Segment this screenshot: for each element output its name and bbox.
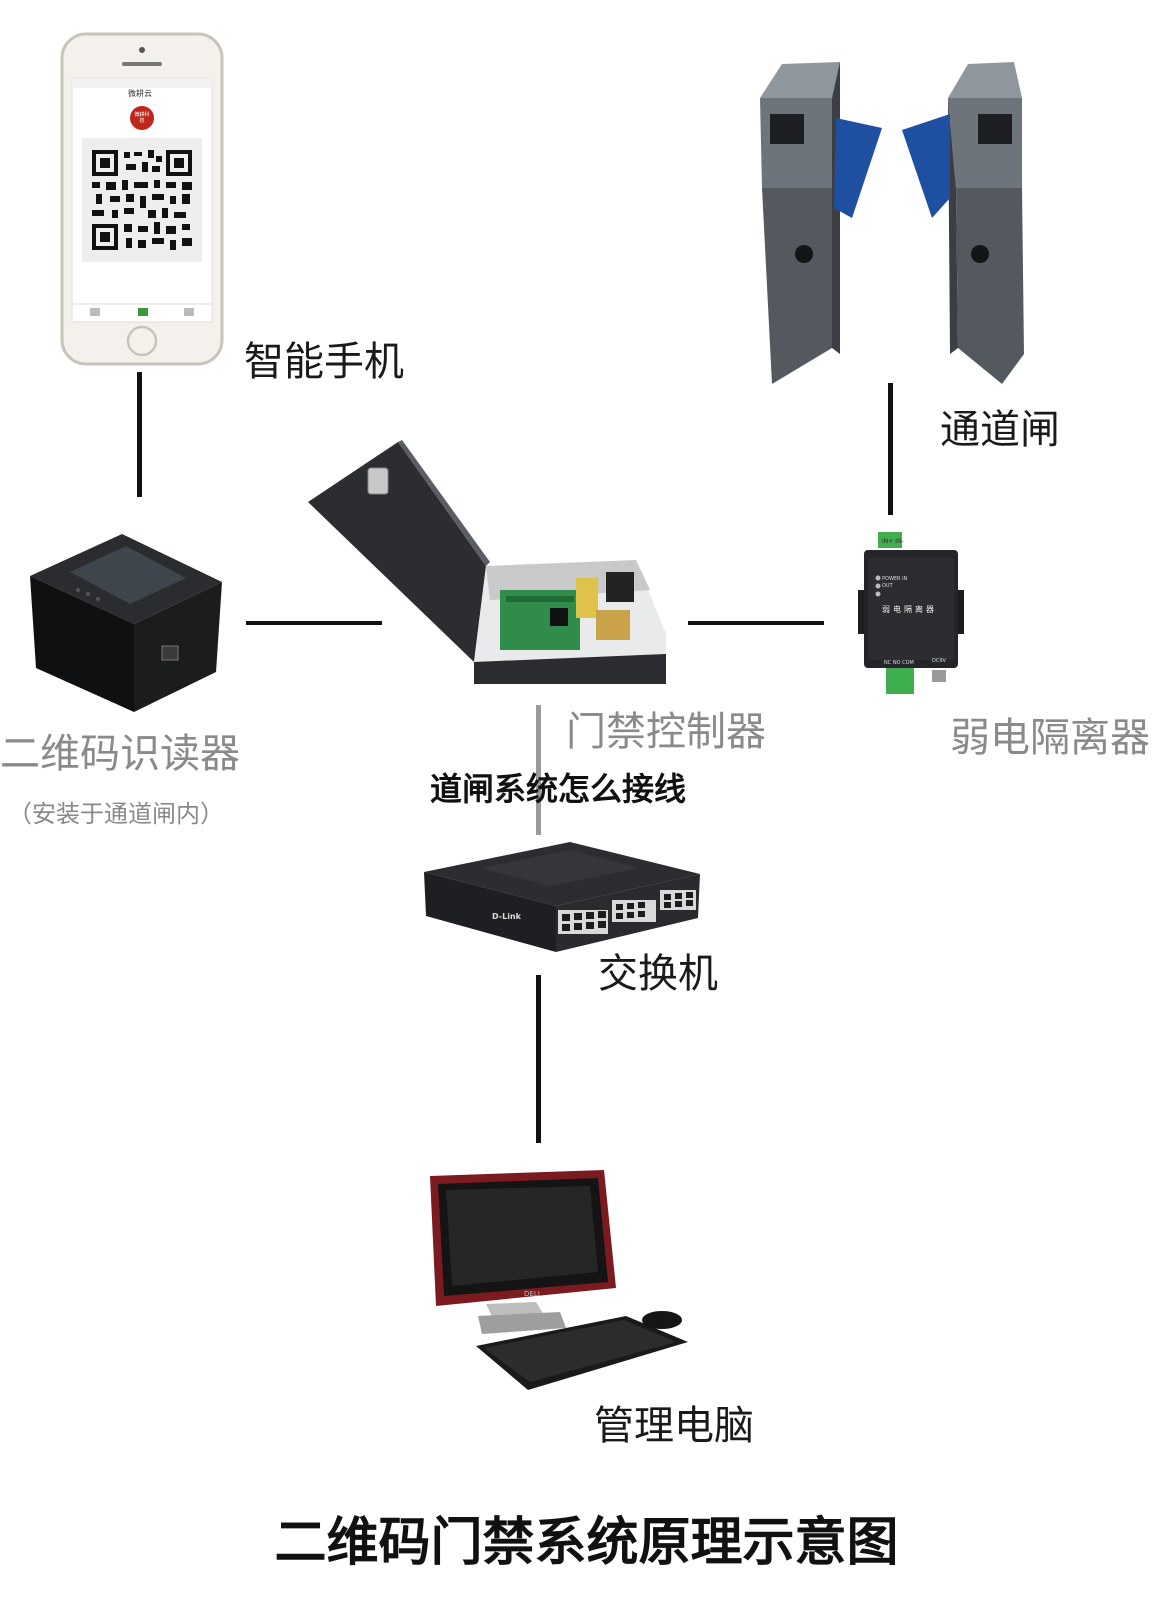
isolator-illustration: [858, 532, 964, 694]
controller-label: 门禁控制器: [566, 709, 766, 755]
line-controller-isolator: [688, 621, 824, 625]
isolator-label: 弱电隔离器: [950, 715, 1150, 761]
turnstile-illustration: [760, 62, 1024, 384]
line-turnstile-isolator: [888, 383, 893, 515]
computer-label: 管理电脑: [594, 1403, 754, 1449]
phone-screen-title: 微耕云: [128, 89, 152, 98]
qr-reader-illustration: [30, 534, 222, 712]
line-switch-computer: [536, 975, 541, 1143]
switch-brand: D-Link: [492, 912, 521, 921]
isolator-device-text: 弱电隔离器: [882, 605, 937, 614]
overlay-caption: 道闸系统怎么接线: [430, 770, 687, 808]
controller-illustration: [308, 440, 666, 684]
isolator-terminals-bottom: NC NO COM: [884, 660, 914, 666]
line-phone-reader: [137, 372, 142, 497]
computer-illustration: [430, 1170, 688, 1390]
qr-reader-label: 二维码识读器: [0, 731, 240, 777]
turnstile-label: 通道闸: [940, 407, 1060, 453]
isolator-terminals-top: IN+ IN-: [882, 538, 904, 545]
qr-reader-sublabel: （安装于通道闸内）: [8, 800, 224, 828]
smartphone-illustration: [60, 32, 224, 366]
phone-label: 智能手机: [244, 339, 404, 385]
isolator-indicators: POWER IN OUT: [882, 576, 908, 589]
switch-label: 交换机: [598, 951, 718, 997]
switch-illustration: [424, 842, 700, 952]
diagram-title: 二维码门禁系统原理示意图: [274, 1513, 899, 1573]
line-reader-controller: [246, 621, 382, 625]
isolator-power-port: DC9V: [932, 658, 946, 664]
phone-badge-text: 微耕科技: [134, 112, 150, 124]
line-controller-switch: [536, 705, 541, 835]
qr-code-icon: [92, 150, 192, 250]
computer-brand: DELL: [524, 1290, 542, 1298]
